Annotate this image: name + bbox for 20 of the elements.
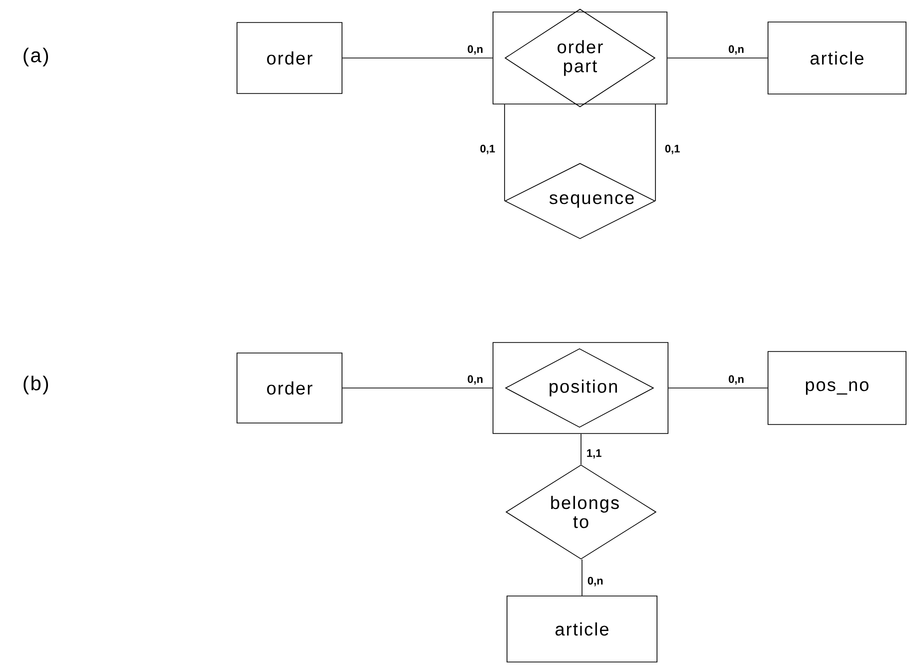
cardinality-label: 0,n (468, 375, 483, 385)
cardinality-label: 0,1 (480, 144, 495, 154)
cardinality-label: 1,1 (587, 449, 602, 459)
cardinality-label: 0,1 (665, 144, 680, 154)
cardinality-label: 0,n (728, 45, 744, 55)
connector-line (655, 104, 656, 202)
entity-box: order (236, 352, 342, 424)
aggregation-box (492, 342, 668, 434)
panel-label: (b) (24, 376, 48, 394)
cardinality-label: 0,n (588, 576, 603, 586)
entity-box: pos_no (768, 351, 906, 425)
aggregation-box (492, 12, 668, 104)
panel-label: (a) (24, 48, 48, 66)
connector-line (504, 104, 505, 202)
entity-box: article (506, 596, 658, 662)
cardinality-label: 0,n (468, 45, 483, 55)
cardinality-label: 0,n (728, 375, 744, 385)
entity-box: article (768, 22, 906, 94)
entity-box: order (236, 22, 342, 94)
connector-line (580, 434, 582, 465)
